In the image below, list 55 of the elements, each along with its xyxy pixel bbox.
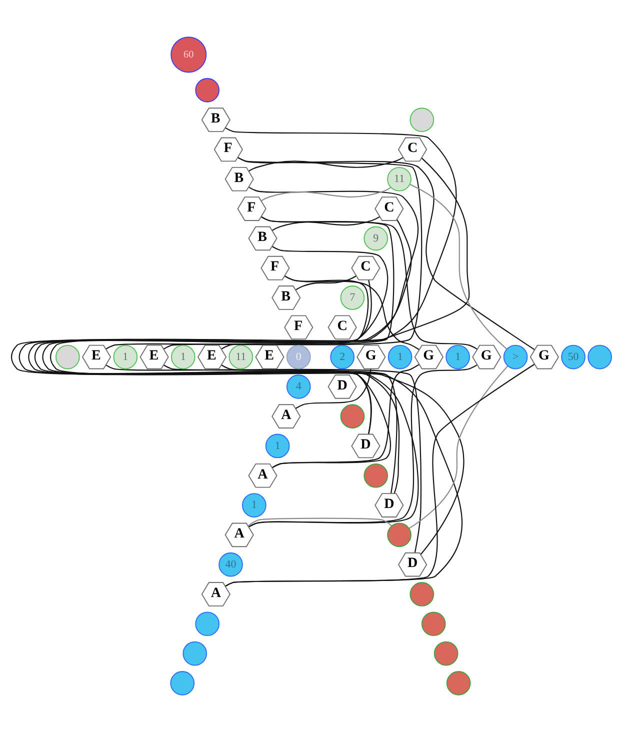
connector	[408, 366, 508, 529]
connector	[272, 216, 380, 231]
connector	[248, 518, 392, 526]
connector	[163, 216, 394, 350]
node-circle: 1	[113, 344, 138, 370]
node-circle: 7	[340, 286, 365, 310]
connector	[260, 216, 478, 350]
node-circle	[195, 612, 220, 636]
connector	[35, 280, 372, 434]
connector	[106, 364, 422, 553]
node-circle: 50	[561, 344, 586, 370]
connector	[50, 158, 470, 555]
node-circle	[434, 641, 458, 666]
node-circle	[410, 108, 434, 132]
node-circle	[446, 671, 471, 696]
connector	[248, 364, 478, 528]
node-circle	[340, 404, 365, 428]
connector	[410, 184, 508, 350]
node-circle: 9	[364, 226, 388, 251]
connector	[221, 275, 369, 350]
connector	[238, 156, 535, 350]
node-circle	[195, 78, 220, 102]
node-circle: 1	[242, 493, 266, 518]
node-circle: 1	[170, 344, 196, 370]
node-circle	[56, 344, 80, 370]
connector	[272, 364, 420, 468]
connector	[19, 186, 419, 528]
node-circle	[421, 612, 446, 636]
connector	[295, 368, 372, 409]
connector	[260, 187, 391, 202]
node-circle: >	[503, 344, 528, 370]
node-circle: 11	[387, 166, 412, 192]
node-circle: 0	[286, 344, 311, 370]
node-circle	[182, 641, 208, 666]
connector	[248, 156, 404, 172]
node-circle: 1	[446, 344, 470, 370]
node-circle: 11	[228, 344, 254, 370]
connector	[295, 275, 357, 290]
node-circle	[364, 463, 388, 488]
connector	[284, 276, 420, 350]
node-circle: 4	[286, 374, 311, 399]
connector	[221, 364, 372, 434]
node-circle: 2	[330, 344, 354, 370]
connector	[42, 219, 412, 494]
node-circle: 60	[170, 36, 207, 73]
node-circle: 1	[265, 434, 290, 458]
node-circle	[410, 582, 434, 606]
node-circle	[387, 522, 412, 548]
connector	[106, 156, 422, 350]
node-circle: 1	[388, 344, 412, 370]
connector	[163, 364, 398, 494]
connector	[225, 364, 535, 587]
node-circle: 40	[218, 552, 243, 577]
node-circle	[170, 671, 195, 696]
node-circle	[588, 344, 612, 370]
